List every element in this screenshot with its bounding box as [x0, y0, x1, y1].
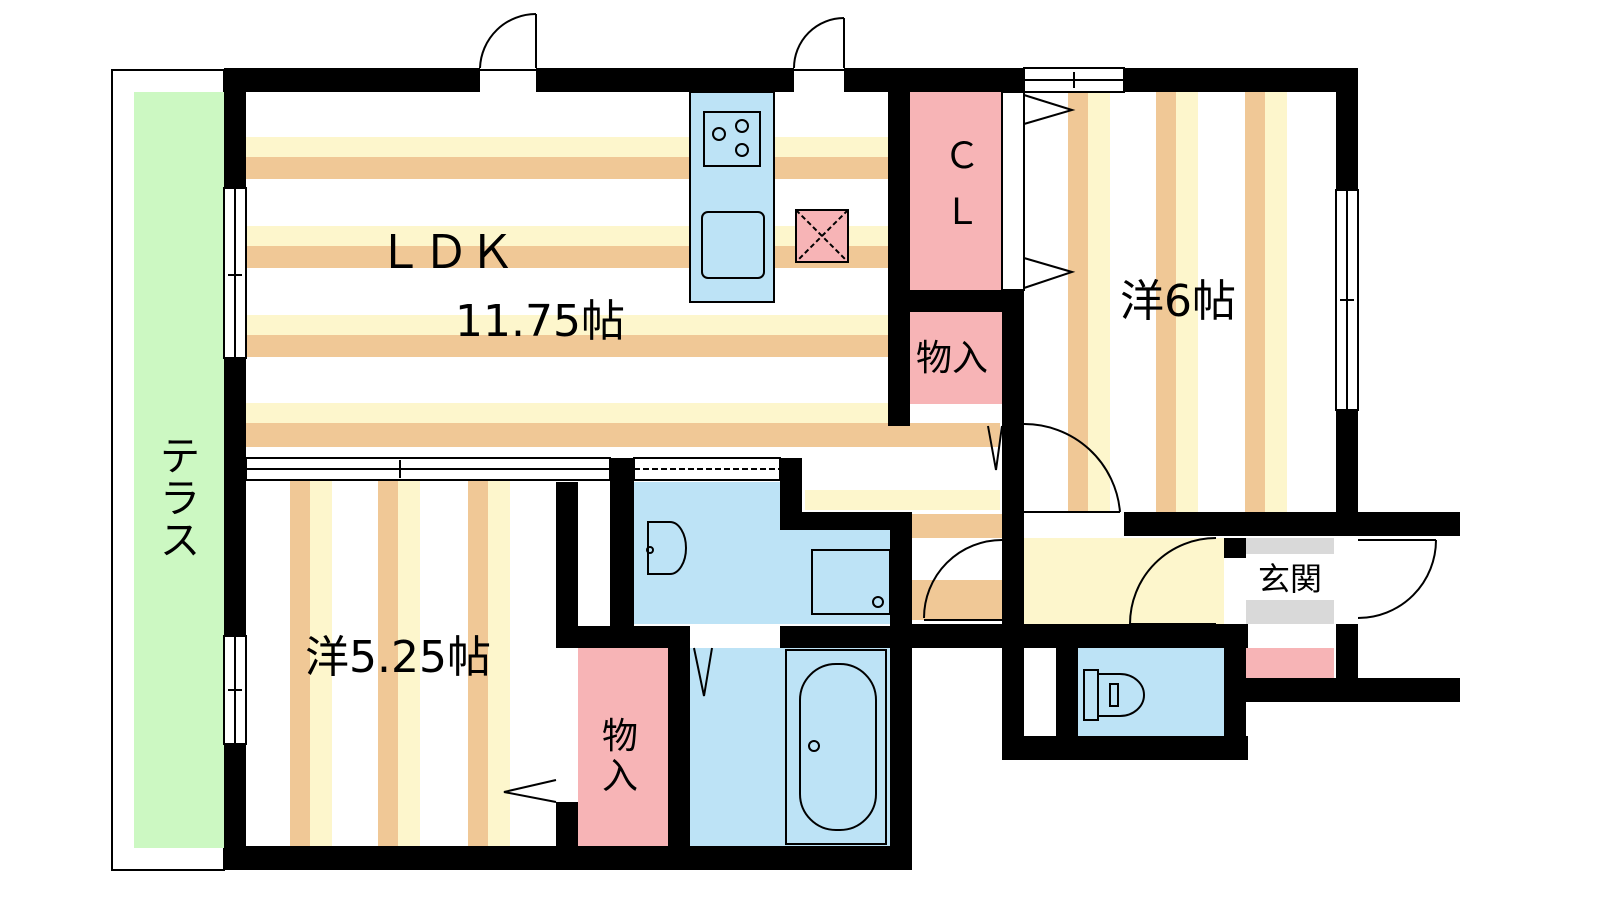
closet-label: ＣＬ: [944, 136, 980, 233]
bathroom: [690, 648, 890, 846]
toilet-room: [1078, 648, 1224, 736]
room-labels: ＬＤＫ 11.75帖 ＣＬ 物入 洋6帖 洋5.25帖 物入 玄関 テラス: [160, 136, 1322, 797]
terrace-floor: [134, 92, 224, 848]
sliding-partitions: [245, 457, 781, 481]
western6-floor-stripes: [1024, 92, 1336, 512]
kitchen-sink-icon: [701, 211, 765, 279]
ldk-name: ＬＤＫ: [377, 225, 515, 279]
western525-floor-stripes: [246, 480, 558, 846]
closet-cl: [910, 92, 1002, 290]
washroom: [634, 482, 780, 624]
storage-bottom-label: 物入: [602, 716, 638, 797]
entrance-label: 玄関: [1258, 560, 1322, 598]
bathtub-icon: [785, 649, 887, 845]
windows: [223, 67, 1359, 745]
walls: [224, 68, 1460, 870]
storage-top: [910, 312, 1002, 404]
wash-basin-icon: [647, 521, 687, 575]
toilet-icon: [1083, 669, 1145, 721]
washing-machine-icon: [811, 549, 891, 615]
stove-icon: [703, 111, 761, 167]
western6-label: 洋6帖: [1120, 276, 1236, 327]
western525-label: 洋5.25帖: [305, 632, 491, 683]
doors: [479, 13, 1437, 803]
terrace-label: テラス: [160, 434, 200, 564]
fixtures: [646, 111, 1145, 845]
storage-top-label: 物入: [916, 338, 988, 379]
storage-bottom: [578, 648, 668, 846]
ldk-size: 11.75帖: [455, 296, 625, 347]
entrance-hall: [1024, 538, 1224, 624]
